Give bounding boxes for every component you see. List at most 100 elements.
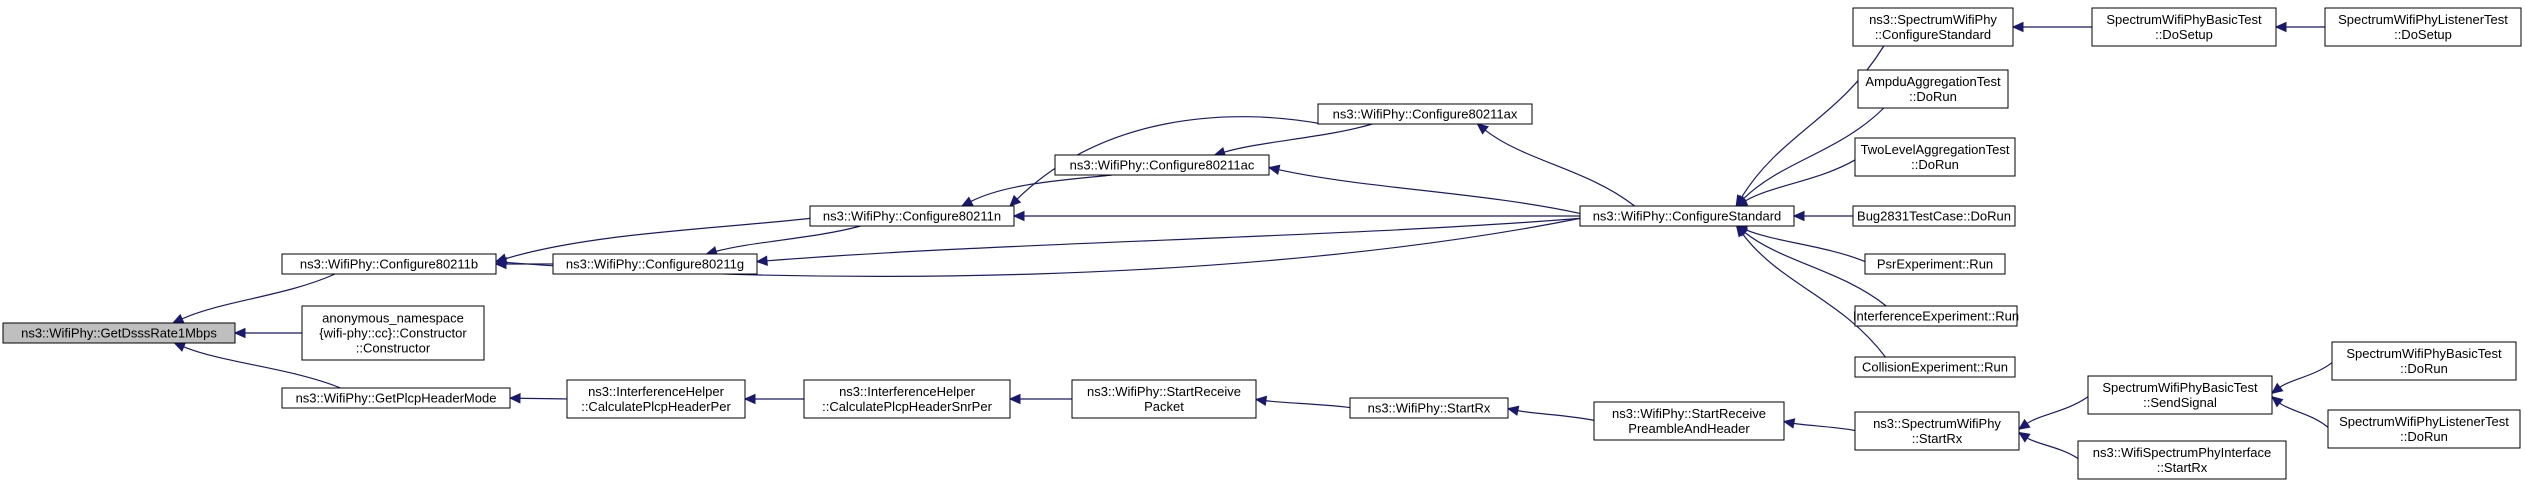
node-label: ns3::WifiPhy::Configure80211g	[566, 257, 744, 272]
node-label: ::StartRx	[1912, 431, 1963, 446]
node-label: anonymous_namespace	[322, 311, 464, 326]
node-ihper[interactable]: ns3::InterferenceHelper::CalculatePlcpHe…	[566, 379, 746, 419]
node-label: ::CalculatePlcpHeaderPer	[581, 399, 731, 414]
edge-line	[2026, 437, 2079, 460]
node-collision[interactable]: CollisionExperiment::Run	[1854, 356, 2016, 378]
node-label: ns3::WifiPhy::GetPlcpHeaderMode	[296, 391, 497, 406]
node-box	[2324, 7, 2522, 47]
node-anon[interactable]: anonymous_namespace{wifi-phy::cc}::Const…	[301, 305, 485, 361]
edge-line	[766, 217, 1581, 262]
node-sbtsend[interactable]: SpectrumWifiPhyBasicTest::SendSignal	[2087, 375, 2273, 415]
node-label: ns3::WifiPhy::Configure80211ac	[1070, 158, 1255, 173]
edge-line	[1265, 400, 1351, 409]
node-sltrun[interactable]: SpectrumWifiPhyListenerTest::DoRun	[2327, 409, 2521, 449]
arrow-head	[1254, 395, 1268, 407]
node-label: ::StartRx	[2157, 460, 2208, 475]
node-label: ::DoRun	[1909, 89, 1957, 104]
edge-confstd-to-conf11g	[755, 217, 1581, 267]
node-label: ::DoRun	[2400, 361, 2448, 376]
arrow-head	[2018, 418, 2031, 430]
edge-line	[1742, 233, 1886, 358]
node-ampdu[interactable]: AmpduAggregationTest::DoRun	[1857, 69, 2009, 109]
node-psr[interactable]: PsrExperiment::Run	[1864, 253, 2006, 275]
node-label: SpectrumWifiPhyBasicTest	[2102, 380, 2258, 395]
arrow-head	[1267, 164, 1281, 175]
node-box	[2091, 7, 2277, 47]
edge-conf11ac-to-conf11n	[960, 174, 1113, 207]
node-wsif[interactable]: ns3::WifiSpectrumPhyInterface::StartRx	[2077, 440, 2287, 480]
edge-line	[1224, 123, 1373, 153]
node-startrecvpre[interactable]: ns3::WifiPhy::StartReceivePreambleAndHea…	[1593, 401, 1785, 441]
node-label: SpectrumWifiPhyListenerTest	[2338, 12, 2508, 27]
edge-line	[183, 346, 341, 389]
node-sbtsetup[interactable]: SpectrumWifiPhyBasicTest::DoSetup	[2091, 7, 2277, 47]
node-label: TwoLevelAggregationTest	[1861, 142, 2010, 157]
node-label: {wifi-phy::cc}::Constructor	[319, 326, 467, 341]
edge-line	[1517, 410, 1595, 421]
node-label: ::SendSignal	[2143, 395, 2217, 410]
node-conf11n[interactable]: ns3::WifiPhy::Configure80211n	[809, 205, 1015, 227]
node-label: CollisionExperiment::Run	[1862, 360, 2008, 375]
node-bug2831[interactable]: Bug2831TestCase::DoRun	[1852, 205, 2016, 227]
edge-conf11ax-to-conf11ac	[1213, 123, 1373, 158]
arrow-head	[173, 342, 187, 352]
node-label: ns3::SpectrumWifiPhy	[1873, 416, 2001, 431]
node-box	[1579, 205, 1795, 227]
node-label: ::CalculatePlcpHeaderSnrPer	[822, 399, 992, 414]
edge-conf11n-to-conf11g	[705, 225, 861, 257]
node-label: ns3::WifiPhy::Configure80211b	[300, 257, 478, 272]
node-label: ns3::SpectrumWifiPhy	[1869, 12, 1997, 27]
node-spstartrx[interactable]: ns3::SpectrumWifiPhy::StartRx	[1854, 411, 2020, 451]
node-label: ns3::WifiPhy::ConfigureStandard	[1593, 209, 1782, 224]
arrow-head	[508, 393, 521, 404]
node-label: ::ConfigureStandard	[1875, 27, 1991, 42]
node-box	[1857, 69, 2009, 109]
arrow-head	[1008, 393, 1021, 405]
node-box	[552, 253, 758, 275]
node-box	[1854, 356, 2016, 378]
edge-sltrun-to-sbtsend	[2271, 395, 2329, 428]
edge-bug2831-to-confstd	[1792, 210, 1854, 222]
node-ihsnr[interactable]: ns3::InterferenceHelper::CalculatePlcpHe…	[803, 379, 1011, 419]
arrow-head	[1782, 418, 1796, 429]
node-sltsetup[interactable]: SpectrumWifiPhyListenerTest::DoSetup	[2324, 7, 2522, 47]
edge-startrx-to-startrecvpkt	[1254, 395, 1351, 409]
node-sbtrun[interactable]: SpectrumWifiPhyBasicTest::DoRun	[2331, 341, 2517, 381]
node-box	[2, 322, 236, 344]
node-getplcp[interactable]: ns3::WifiPhy::GetPlcpHeaderMode	[281, 387, 511, 409]
node-label: ns3::InterferenceHelper	[839, 384, 976, 399]
arrow-head	[2271, 382, 2284, 395]
node-conf11ac[interactable]: ns3::WifiPhy::Configure80211ac	[1054, 154, 1270, 176]
edge-line	[519, 397, 568, 400]
edge-startrecvpre-to-startrx	[1506, 405, 1595, 421]
edge-twolevel-to-confstd	[1735, 159, 1856, 207]
node-interf[interactable]: InterferenceExperiment::Run	[1853, 305, 2019, 327]
arrow-head	[494, 257, 507, 268]
edge-line	[1484, 129, 1635, 207]
edge-line	[505, 217, 811, 260]
edge-psr-to-confstd	[1735, 225, 1866, 263]
node-box	[1854, 411, 2020, 451]
node-conf11ax[interactable]: ns3::WifiPhy::Configure80211ax	[1317, 103, 1533, 125]
edge-ihsnr-to-ihper	[743, 393, 805, 405]
node-conf11g[interactable]: ns3::WifiPhy::Configure80211g	[552, 253, 758, 275]
edge-line	[1744, 231, 1887, 307]
edge-ihper-to-getplcp	[508, 393, 568, 404]
node-box	[809, 205, 1015, 227]
node-getdsss[interactable]: ns3::WifiPhy::GetDsssRate1Mbps	[2, 322, 236, 344]
edge-line	[1744, 159, 1856, 202]
node-conf11b[interactable]: ns3::WifiPhy::Configure80211b	[281, 253, 497, 275]
node-confstd[interactable]: ns3::WifiPhy::ConfigureStandard	[1579, 205, 1795, 227]
node-twolevel[interactable]: TwoLevelAggregationTest::DoRun	[1854, 137, 2016, 177]
node-box	[566, 379, 746, 419]
arrow-head	[743, 393, 756, 405]
node-label: AmpduAggregationTest	[1865, 74, 2001, 89]
node-box	[803, 379, 1011, 419]
arrow-head	[1506, 405, 1520, 416]
edge-confstd-to-conf11ax	[1476, 123, 1635, 207]
node-startrx[interactable]: ns3::WifiPhy::StartRx	[1349, 397, 1509, 419]
edge-interf-to-confstd	[1735, 225, 1887, 307]
edge-line	[970, 174, 1113, 202]
node-spconfstd[interactable]: ns3::SpectrumWifiPhy::ConfigureStandard	[1852, 7, 2014, 47]
